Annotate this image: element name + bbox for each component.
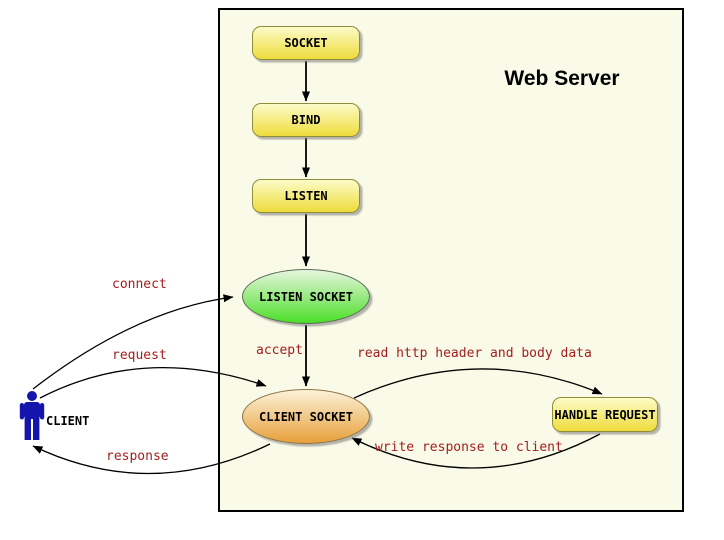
node-listen-socket: LISTEN SOCKET [242,269,370,324]
node-listen: LISTEN [252,179,360,213]
edge-label-write-response: write response to client [375,440,563,455]
node-bind: BIND [252,103,360,137]
edge-label-read-http: read http header and body data [357,346,592,361]
edge-label-response: response [106,449,169,464]
person-icon [19,391,45,440]
node-socket: SOCKET [252,26,360,60]
client-label: CLIENT [46,414,90,428]
web-server-title: Web Server [504,67,620,90]
edge-label-request: request [112,348,167,363]
arrow-connect-client-to-listen-socket [32,294,234,390]
node-handle-request: HANDLE REQUEST [552,397,658,432]
node-client-socket: CLIENT SOCKET [242,389,370,444]
edge-label-accept: accept [256,343,303,358]
edge-label-connect: connect [112,277,167,292]
